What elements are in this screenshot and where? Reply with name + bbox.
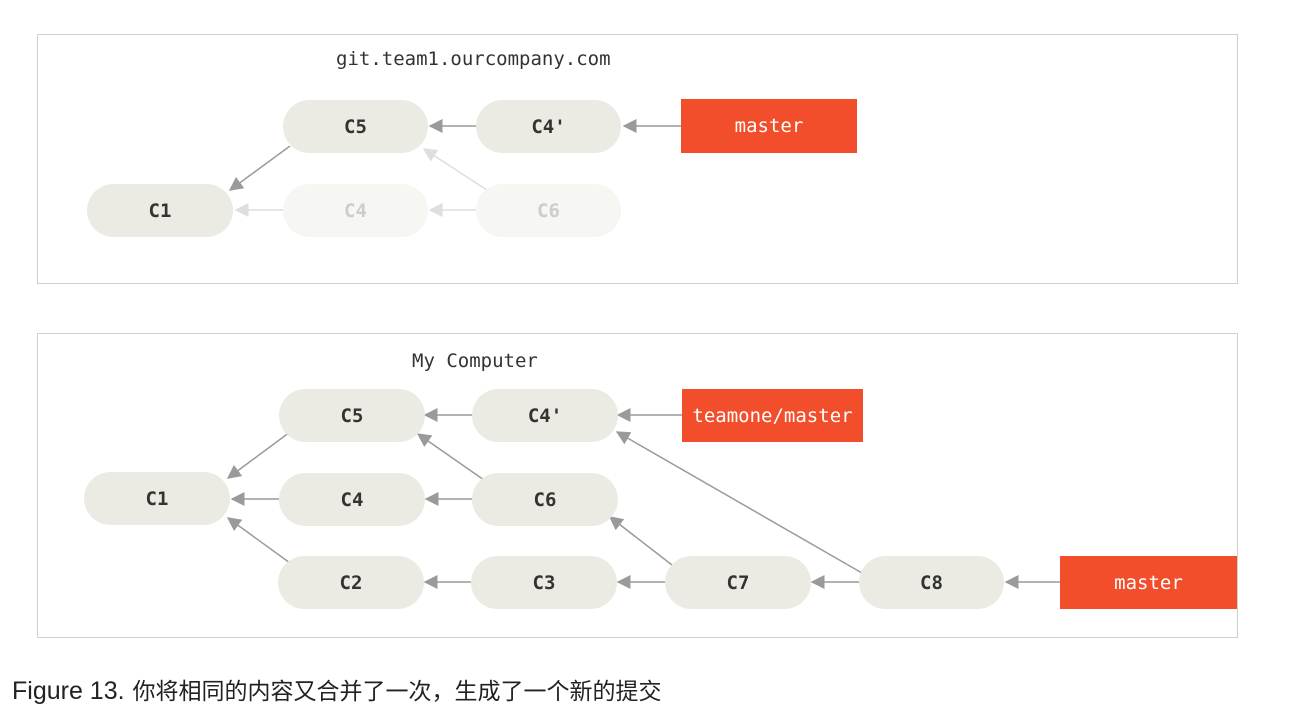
bottom-commit-c7: C7: [665, 556, 811, 609]
bottom-commit-c6: C6: [472, 473, 618, 526]
figure-caption-label: Figure 13.: [12, 677, 125, 705]
bottom-panel-title: My Computer: [412, 350, 538, 372]
bottom-commit-c3: C3: [471, 556, 617, 609]
top-panel-title: git.team1.ourcompany.com: [336, 48, 611, 70]
bottom-commit-c4-prime: C4': [472, 389, 618, 442]
top-commit-c4-prime: C4': [476, 100, 621, 153]
bottom-ref-master: master: [1060, 556, 1237, 609]
bottom-commit-c1: C1: [84, 472, 230, 525]
figure-caption-text: 你将相同的内容又合并了一次，生成了一个新的提交: [132, 679, 662, 705]
bottom-commit-c8: C8: [859, 556, 1004, 609]
top-commit-c1: C1: [87, 184, 233, 237]
bottom-commit-c5: C5: [279, 389, 425, 442]
top-ref-master: master: [681, 99, 857, 153]
bottom-commit-c4: C4: [279, 473, 425, 526]
bottom-commit-c2: C2: [278, 556, 424, 609]
top-commit-c5: C5: [283, 100, 428, 153]
bottom-ref-teamone-master: teamone/master: [682, 389, 863, 442]
top-commit-c4-faded: C4: [283, 184, 428, 237]
top-panel: [37, 34, 1238, 284]
top-commit-c6-faded: C6: [476, 184, 621, 237]
figure-caption: Figure 13. 你将相同的内容又合并了一次，生成了一个新的提交: [12, 672, 662, 706]
